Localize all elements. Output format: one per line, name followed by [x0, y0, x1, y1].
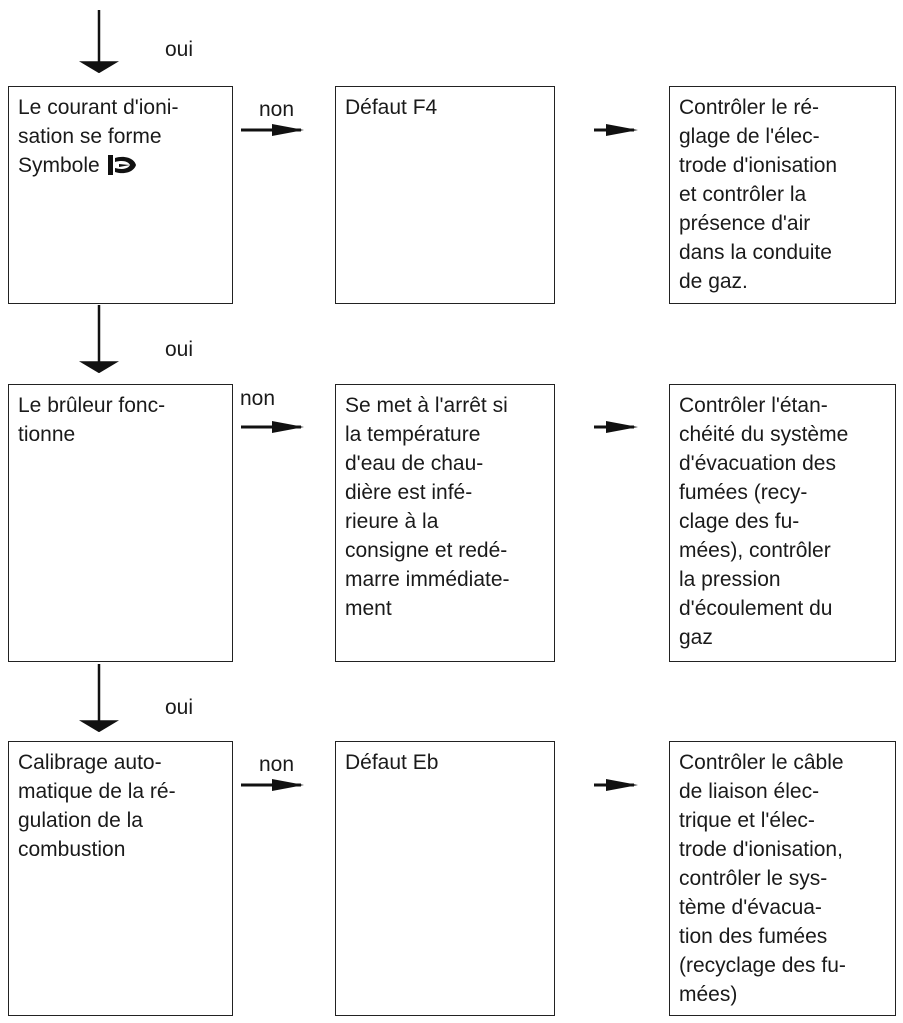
- action-text: Contrôler le ré- glage de l'élec- trode …: [679, 96, 838, 293]
- no-label-3: non: [259, 753, 295, 776]
- result-box-restart: Se met à l'arrêt si la température d'eau…: [335, 384, 555, 662]
- action-box-3: Contrôler le câble de liaison élec- triq…: [669, 741, 896, 1016]
- check-text: Le courant d'ioni- sation se forme Symbo…: [18, 96, 179, 177]
- check-box-ionisation-current: Le courant d'ioni- sation se forme Symbo…: [8, 86, 233, 304]
- action-box-2: Contrôler l'étan- chéité du système d'év…: [669, 384, 896, 662]
- right-arrow-action-2: [594, 421, 638, 433]
- check-box-burner-operates: Le brûleur fonc- tionne: [8, 384, 233, 662]
- flame-symbol-icon: [107, 155, 136, 175]
- right-arrow-no-1: [241, 124, 304, 136]
- result-text: Défaut Eb: [345, 751, 439, 774]
- result-box-fault-eb: Défaut Eb: [335, 741, 555, 1016]
- check-box-calibration: Calibrage auto- matique de la ré- gulati…: [8, 741, 233, 1016]
- action-text: Contrôler l'étan- chéité du système d'év…: [679, 394, 849, 649]
- action-text: Contrôler le câble de liaison élec- triq…: [679, 751, 846, 1006]
- check-text: Le brûleur fonc- tionne: [18, 394, 166, 446]
- right-arrow-no-3: [241, 779, 304, 791]
- result-box-fault-f4: Défaut F4: [335, 86, 555, 304]
- no-label-1: non: [259, 98, 295, 121]
- right-arrow-action-1: [594, 124, 638, 136]
- no-label-2: non: [240, 387, 276, 410]
- action-box-1: Contrôler le ré- glage de l'élec- trode …: [669, 86, 896, 304]
- check-text: Calibrage auto- matique de la ré- gulati…: [18, 751, 176, 861]
- yes-label-1: oui: [165, 38, 194, 61]
- result-text: Se met à l'arrêt si la température d'eau…: [345, 394, 510, 620]
- yes-label-3: oui: [165, 696, 194, 719]
- right-arrow-action-3: [594, 779, 638, 791]
- right-arrow-no-2: [241, 421, 304, 433]
- yes-label-2: oui: [165, 338, 194, 361]
- result-text: Défaut F4: [345, 96, 438, 119]
